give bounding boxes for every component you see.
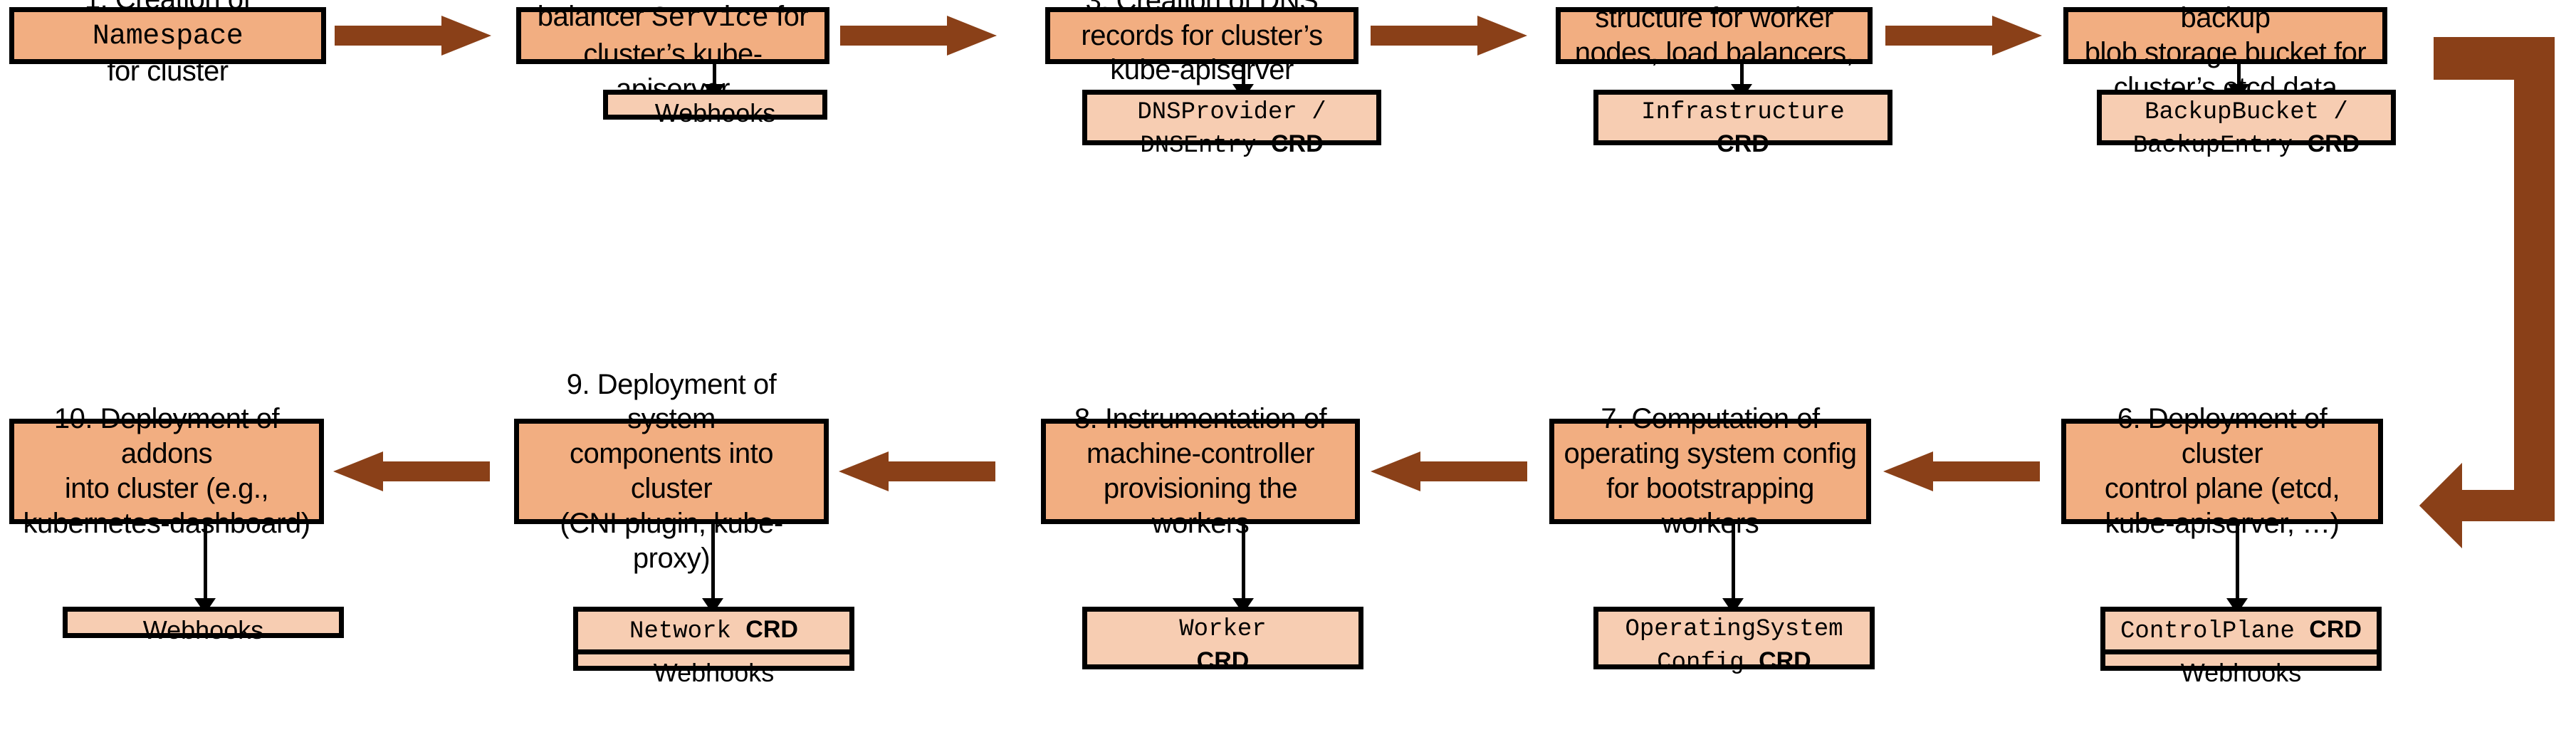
flow-arrow-8-to-9 (839, 451, 995, 491)
connector-line-step-6 (2236, 524, 2239, 601)
connector-line-step-5 (2237, 64, 2241, 85)
connector-line-step-2 (713, 64, 716, 85)
resource-text: Network CRD (629, 616, 798, 645)
resource-cell-crd: ControlPlane CRD (2105, 612, 2377, 649)
flow-arrow-6-to-7 (1883, 451, 2040, 491)
flow-arrow-3-to-4 (1371, 16, 1527, 56)
connector-line-step-7 (1732, 524, 1735, 601)
connector-line-step-4 (1740, 64, 1744, 85)
connector-line-step-8 (1242, 524, 1245, 601)
flow-arrow-2-to-3 (840, 16, 997, 56)
step-box-1[interactable]: 1. Creation ofNamespacefor cluster (9, 0, 326, 87)
resource-text: Webhooks (2180, 658, 2302, 688)
resource-text: Webhooks (653, 658, 775, 688)
resource-text: BackupBucket /BackupEntry CRD (2132, 99, 2360, 160)
flow-arrow-4-to-5 (1885, 16, 2042, 56)
resource-text: Webhooks (142, 615, 264, 644)
resource-text: Webhooks (654, 98, 776, 127)
resource-box-step-3[interactable]: DNSProvider /DNSEntry CRD (1082, 90, 1381, 160)
resource-text: DNSProvider /DNSEntry CRD (1137, 99, 1326, 160)
resource-box-step-9[interactable]: Network CRD Webhooks (573, 607, 854, 687)
resource-cell-crd: Network CRD (578, 612, 849, 649)
connector-line-step-3 (1242, 64, 1245, 85)
resource-cell-webhooks: Webhooks (578, 649, 849, 692)
resource-cell: DNSProvider /DNSEntry CRD (1087, 95, 1376, 164)
step-label-1: 1. Creation ofNamespacefor cluster (85, 0, 251, 88)
resource-box-step-2[interactable]: Webhooks (603, 90, 827, 127)
resource-cell: BackupBucket /BackupEntry CRD (2102, 95, 2391, 164)
resource-box-step-6[interactable]: ControlPlane CRD Webhooks (2100, 607, 2382, 687)
resource-cell: Webhooks (608, 95, 822, 132)
step-box-4[interactable]: 4. Preparation of infra-structure for wo… (1556, 2, 1873, 103)
flow-arrow-9-to-10 (333, 451, 490, 491)
connector-line-step-10 (204, 524, 207, 601)
flow-arrow-7-to-8 (1371, 451, 1527, 491)
resource-cell-webhooks: Webhooks (2105, 649, 2377, 692)
resource-box-step-10[interactable]: Webhooks (63, 607, 344, 644)
flow-arrow-1-to-2 (335, 16, 491, 56)
flow-arrow-5-to-6 (2419, 21, 2576, 548)
resource-cell: Webhooks (68, 612, 339, 649)
resource-box-step-5[interactable]: BackupBucket /BackupEntry CRD (2097, 90, 2396, 160)
resource-text: ControlPlane CRD (2120, 616, 2362, 645)
connector-line-step-9 (711, 524, 715, 601)
